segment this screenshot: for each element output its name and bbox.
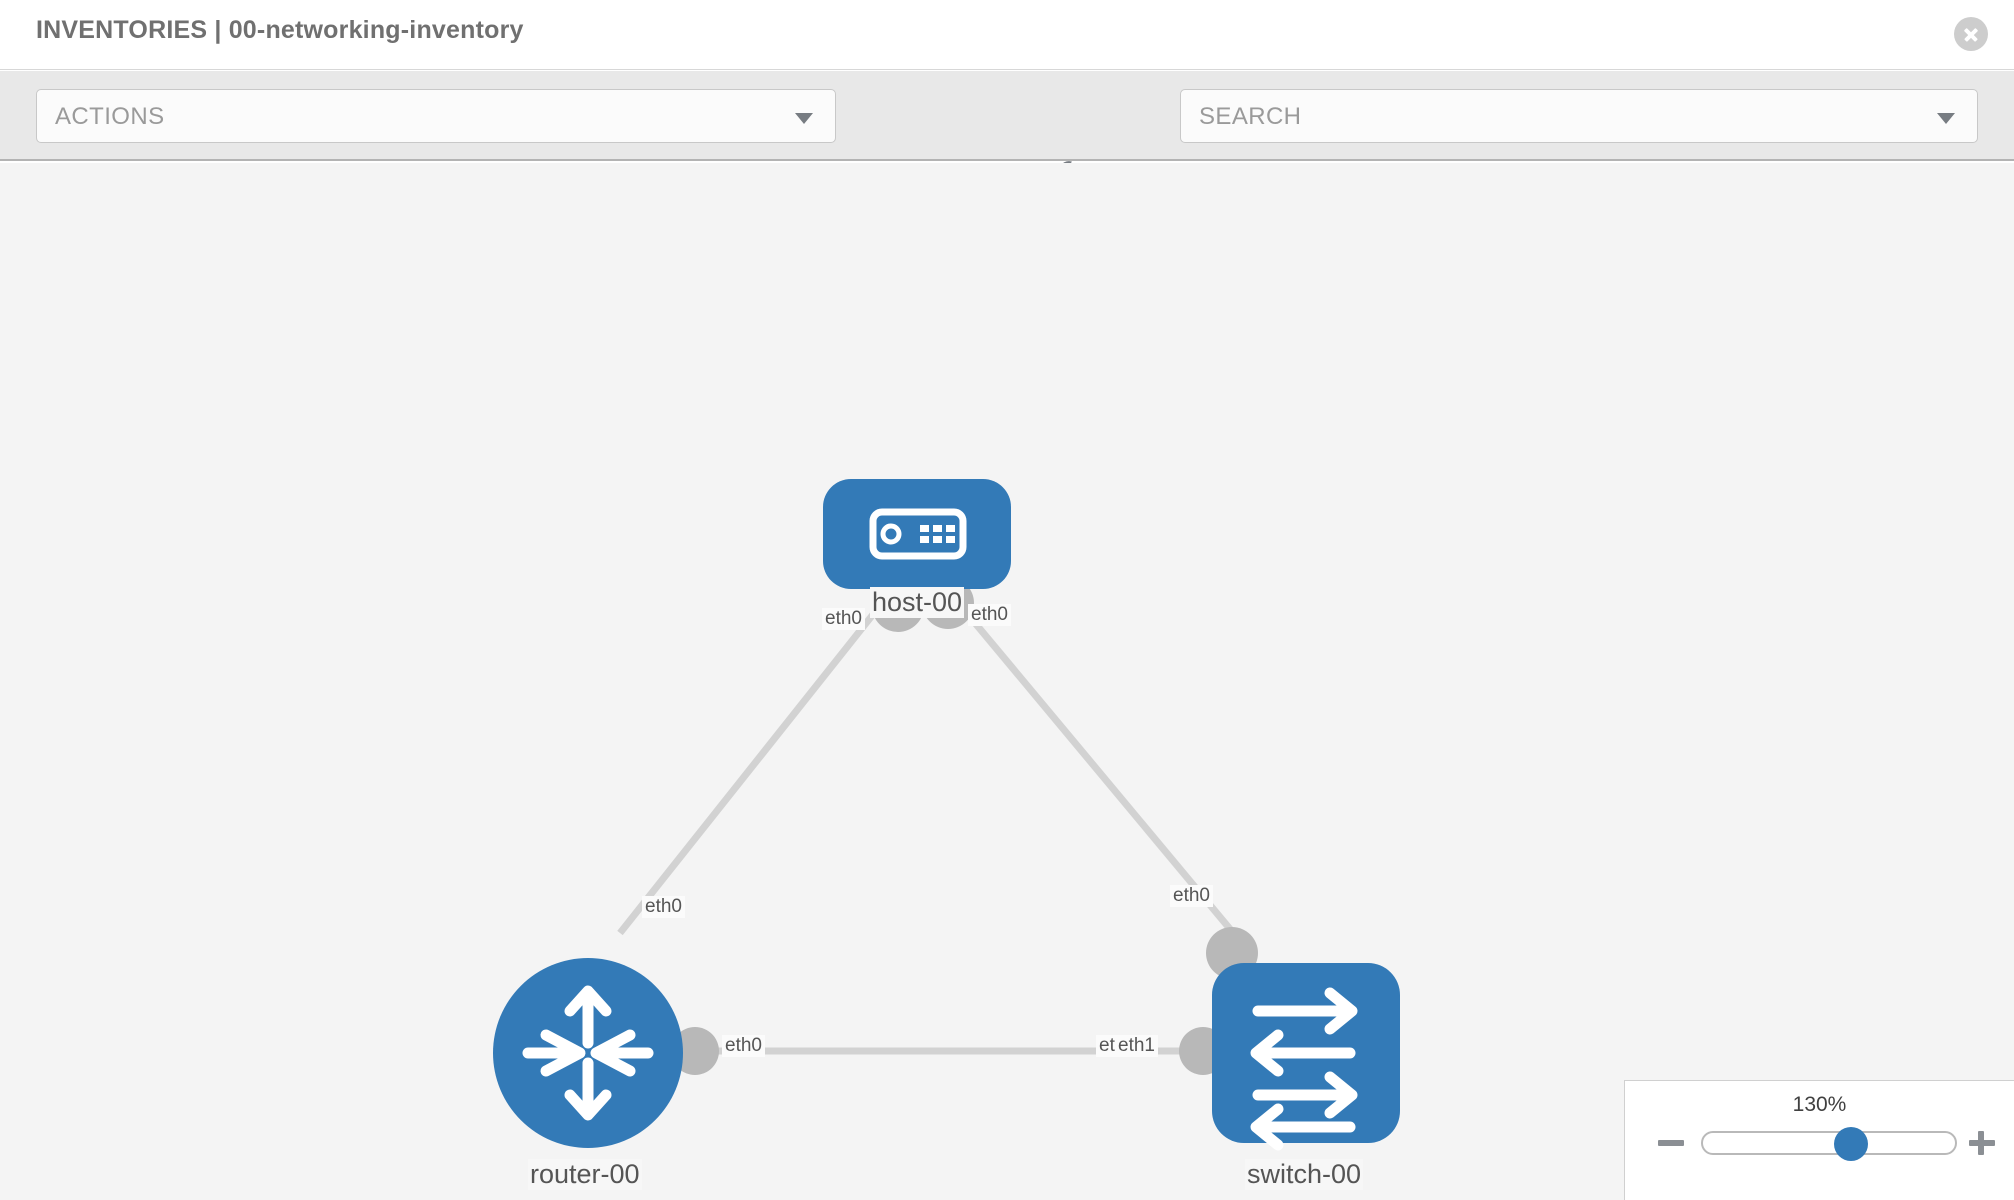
server-icon [869,508,967,560]
zoom-control: 130% [1624,1080,2014,1200]
page-header: INVENTORIES | 00-networking-inventory [0,0,2014,70]
chevron-down-icon [795,113,813,124]
iface-label-switch00-up: eth0 [1170,885,1213,907]
search-placeholder: SEARCH [1199,103,1302,130]
toolbar: ACTIONS SEARCH [0,71,2014,200]
node-label-router-00: router-00 [528,1159,642,1190]
topology-graph [493,479,1400,1151]
node-host-00[interactable] [823,479,1011,589]
minus-icon[interactable] [1657,1129,1685,1157]
iface-label-host00-left: eth0 [822,608,865,630]
connector-nub [671,1027,719,1075]
zoom-slider[interactable] [1701,1127,1957,1161]
node-label-host-00: host-00 [870,587,965,618]
close-icon[interactable] [1954,17,1988,51]
switch-arrows-icon [1250,987,1358,1151]
zoom-level-value: 130% [1792,1093,1847,1116]
node-label-switch-00: switch-00 [1245,1159,1364,1190]
link-host00-router00[interactable] [617,590,893,936]
plus-icon[interactable] [1968,1129,1996,1157]
topology-connectors [671,577,1258,1075]
iface-label-host00-right: eth0 [968,604,1011,626]
actions-dropdown-label: ACTIONS [55,103,165,130]
iface-label-switch00-left: eth1 [1115,1035,1158,1057]
node-switch-00[interactable] [1212,963,1400,1151]
node-router-00[interactable] [493,958,683,1148]
search-input[interactable]: SEARCH [1180,89,1978,143]
router-arrows-icon [522,985,654,1121]
topology-canvas[interactable]: host-00 router-00 switch-00 eth0 eth0 et… [0,163,2014,1200]
page-title: INVENTORIES | 00-networking-inventory [36,16,524,44]
iface-label-router00-right: eth0 [722,1035,765,1057]
topology-links [617,590,1253,1055]
zoom-slider-thumb[interactable] [1833,1127,1868,1161]
actions-dropdown[interactable]: ACTIONS [36,89,836,143]
chevron-down-icon[interactable] [1937,113,1955,124]
iface-label-router00-up: eth0 [642,896,685,918]
